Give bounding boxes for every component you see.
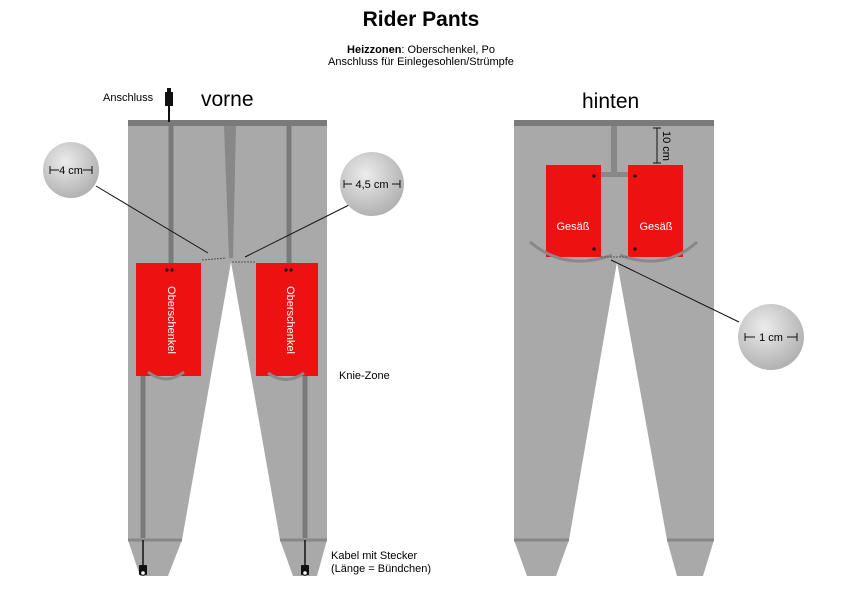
back-pants: [514, 120, 714, 576]
dimension-10cm: 10 cm: [653, 127, 672, 164]
knee-zone-label: Knie-Zone: [339, 370, 390, 382]
heat-zones-value: : Oberschenkel, Po: [401, 44, 495, 56]
seat-pad-right: [628, 165, 683, 257]
front-waistband: [128, 120, 327, 126]
back-left-cuff: [514, 540, 569, 576]
leader-4cm: [95, 185, 209, 254]
seat-curve-right: [619, 240, 699, 263]
thigh-label-right: Oberschenkel: [284, 286, 296, 354]
connector-label: Anschluss: [103, 92, 154, 104]
back-center-seam: [611, 126, 617, 176]
back-view-label: hinten: [582, 90, 640, 113]
thigh-pad-left: [136, 263, 201, 381]
back-pants-body: [514, 122, 714, 540]
back-right-cuff: [667, 540, 714, 576]
dimension-10cm-label: 10 cm: [660, 131, 672, 161]
cable-label-line1: Kabel mit Stecker: [331, 550, 418, 562]
front-left-cuff: [128, 540, 182, 576]
connector-plug: [165, 88, 173, 122]
thigh-label-left: Oberschenkel: [165, 286, 177, 354]
thigh-pad-right: [256, 263, 318, 381]
leader-1cm: [610, 259, 740, 323]
cable-label-line2: (Länge = Bündchen): [331, 563, 431, 575]
heat-zones-label: Heizzonen: [347, 44, 402, 56]
front-view-label: vorne: [201, 88, 254, 111]
connector-info-line: Anschluss für Einlegesohlen/Strümpfe: [328, 56, 514, 68]
cable-left: [139, 540, 147, 576]
seat-curve-left: [529, 240, 613, 263]
seat-label-left: Gesäß: [556, 221, 589, 233]
heat-zones-line: Heizzonen: Oberschenkel, Po: [0, 44, 842, 56]
bubble-4cm-label: 4 cm: [59, 165, 83, 177]
cable-right: [301, 540, 309, 576]
diagram-title: Rider Pants: [362, 8, 480, 31]
bubble-1cm: 1 cm: [738, 304, 804, 370]
gap-mark-left: [201, 257, 227, 261]
bubble-45cm-label: 4,5 cm: [355, 179, 388, 191]
front-pants: [128, 120, 327, 576]
front-fly-seam: [224, 126, 236, 258]
front-right-cuff: [280, 540, 327, 576]
bubble-4cm: 4 cm: [43, 142, 99, 198]
back-waistband: [514, 120, 714, 126]
bubble-45cm: 4,5 cm: [340, 152, 404, 216]
seat-label-right: Gesäß: [639, 221, 672, 233]
front-pants-body: [128, 122, 327, 540]
connector-body: [165, 92, 173, 106]
seat-pad-left: [546, 165, 601, 257]
bubble-1cm-label: 1 cm: [759, 332, 783, 344]
back-yoke-seam: [599, 172, 629, 177]
leader-45cm: [244, 204, 350, 258]
